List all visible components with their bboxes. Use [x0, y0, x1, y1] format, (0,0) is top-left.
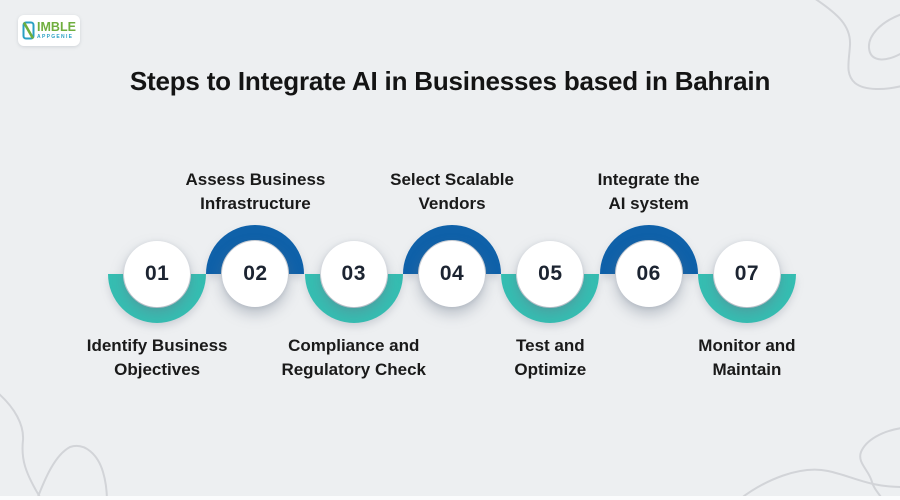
- squiggle-bottom-left-1: [0, 393, 43, 500]
- nimble-appgenie-logo: IMBLE APPGENIE: [18, 15, 80, 46]
- step-circle: 05: [517, 241, 584, 307]
- page-title: Steps to Integrate AI in Businesses base…: [129, 66, 771, 96]
- step-arc: [697, 274, 796, 323]
- step-label: Test and Optimize: [435, 334, 665, 382]
- squiggle-bottom-left-2: [35, 444, 108, 500]
- step-label: Assess Business Infrastructure: [140, 168, 370, 216]
- squiggle-bottom-right-1: [739, 468, 900, 500]
- step-label-line2: AI system: [608, 194, 689, 213]
- step-item-05: Test and Optimize 05: [501, 225, 600, 379]
- step-circle: 02: [222, 241, 289, 307]
- step-arc: [304, 274, 403, 323]
- step-label: Select Scalable Vendors: [337, 168, 567, 216]
- step-circle: 01: [124, 241, 191, 307]
- step-arc: [108, 274, 207, 323]
- bottom-edge-stripe: [0, 496, 900, 500]
- logo-wordmark: IMBLE: [37, 20, 76, 34]
- step-number: 05: [538, 262, 563, 285]
- step-label-line2: Optimize: [514, 360, 587, 379]
- step-circle: 03: [320, 241, 387, 307]
- step-item-01: Identify Business Objectives 01: [87, 225, 228, 379]
- step-circle: 04: [419, 241, 486, 307]
- step-label: Compliance and Regulatory Check: [239, 334, 469, 382]
- step-label-line1: Test and: [516, 336, 585, 355]
- squiggle-top-right-2: [867, 13, 900, 61]
- step-label-line1: Compliance and: [288, 336, 420, 355]
- step-label-line1: Select Scalable: [390, 170, 514, 189]
- step-number: 04: [439, 262, 465, 285]
- step-number: 06: [636, 262, 661, 285]
- step-arc: [599, 225, 698, 274]
- step-label: Identify Business Objectives: [42, 334, 272, 382]
- step-label-line1: Integrate the: [597, 170, 700, 189]
- step-label-line2: Objectives: [114, 360, 201, 379]
- step-arc: [403, 225, 502, 274]
- squiggle-bottom-right-2: [859, 427, 900, 500]
- logo-phone-icon: [22, 21, 35, 40]
- step-label-line2: Vendors: [418, 194, 486, 213]
- step-item-04: Select Scalable Vendors 04: [390, 170, 514, 325]
- step-label: Integrate the AI system: [534, 168, 764, 216]
- step-number: 02: [243, 262, 268, 285]
- step-number: 07: [734, 262, 760, 285]
- logo-text: IMBLE APPGENIE: [37, 21, 76, 40]
- step-label-line2: Regulatory Check: [281, 360, 426, 379]
- steps-row: Identify Business Objectives 01 Assess B…: [87, 170, 796, 379]
- step-item-02: Assess Business Infrastructure 02: [186, 170, 325, 325]
- step-number: 01: [144, 262, 170, 285]
- step-item-06: Integrate the AI system 06: [598, 170, 700, 325]
- step-label-line1: Identify Business: [86, 336, 228, 355]
- step-label-line2: Maintain: [712, 360, 782, 379]
- step-label-line2: Infrastructure: [200, 194, 311, 213]
- step-item-03: Compliance and Regulatory Check 03: [281, 225, 426, 379]
- step-circle: 07: [713, 241, 780, 307]
- step-arc: [206, 225, 305, 274]
- step-label-line1: Monitor and: [698, 336, 796, 355]
- step-number: 03: [341, 262, 366, 285]
- step-arc: [501, 274, 600, 323]
- step-item-07: Monitor and Maintain 07: [697, 225, 796, 379]
- step-circle: 06: [615, 241, 682, 307]
- squiggle-top-right-1: [815, 0, 900, 90]
- logo-subtitle: APPGENIE: [37, 34, 74, 40]
- step-label: Monitor and Maintain: [632, 334, 862, 382]
- step-label-line1: Assess Business: [185, 170, 326, 189]
